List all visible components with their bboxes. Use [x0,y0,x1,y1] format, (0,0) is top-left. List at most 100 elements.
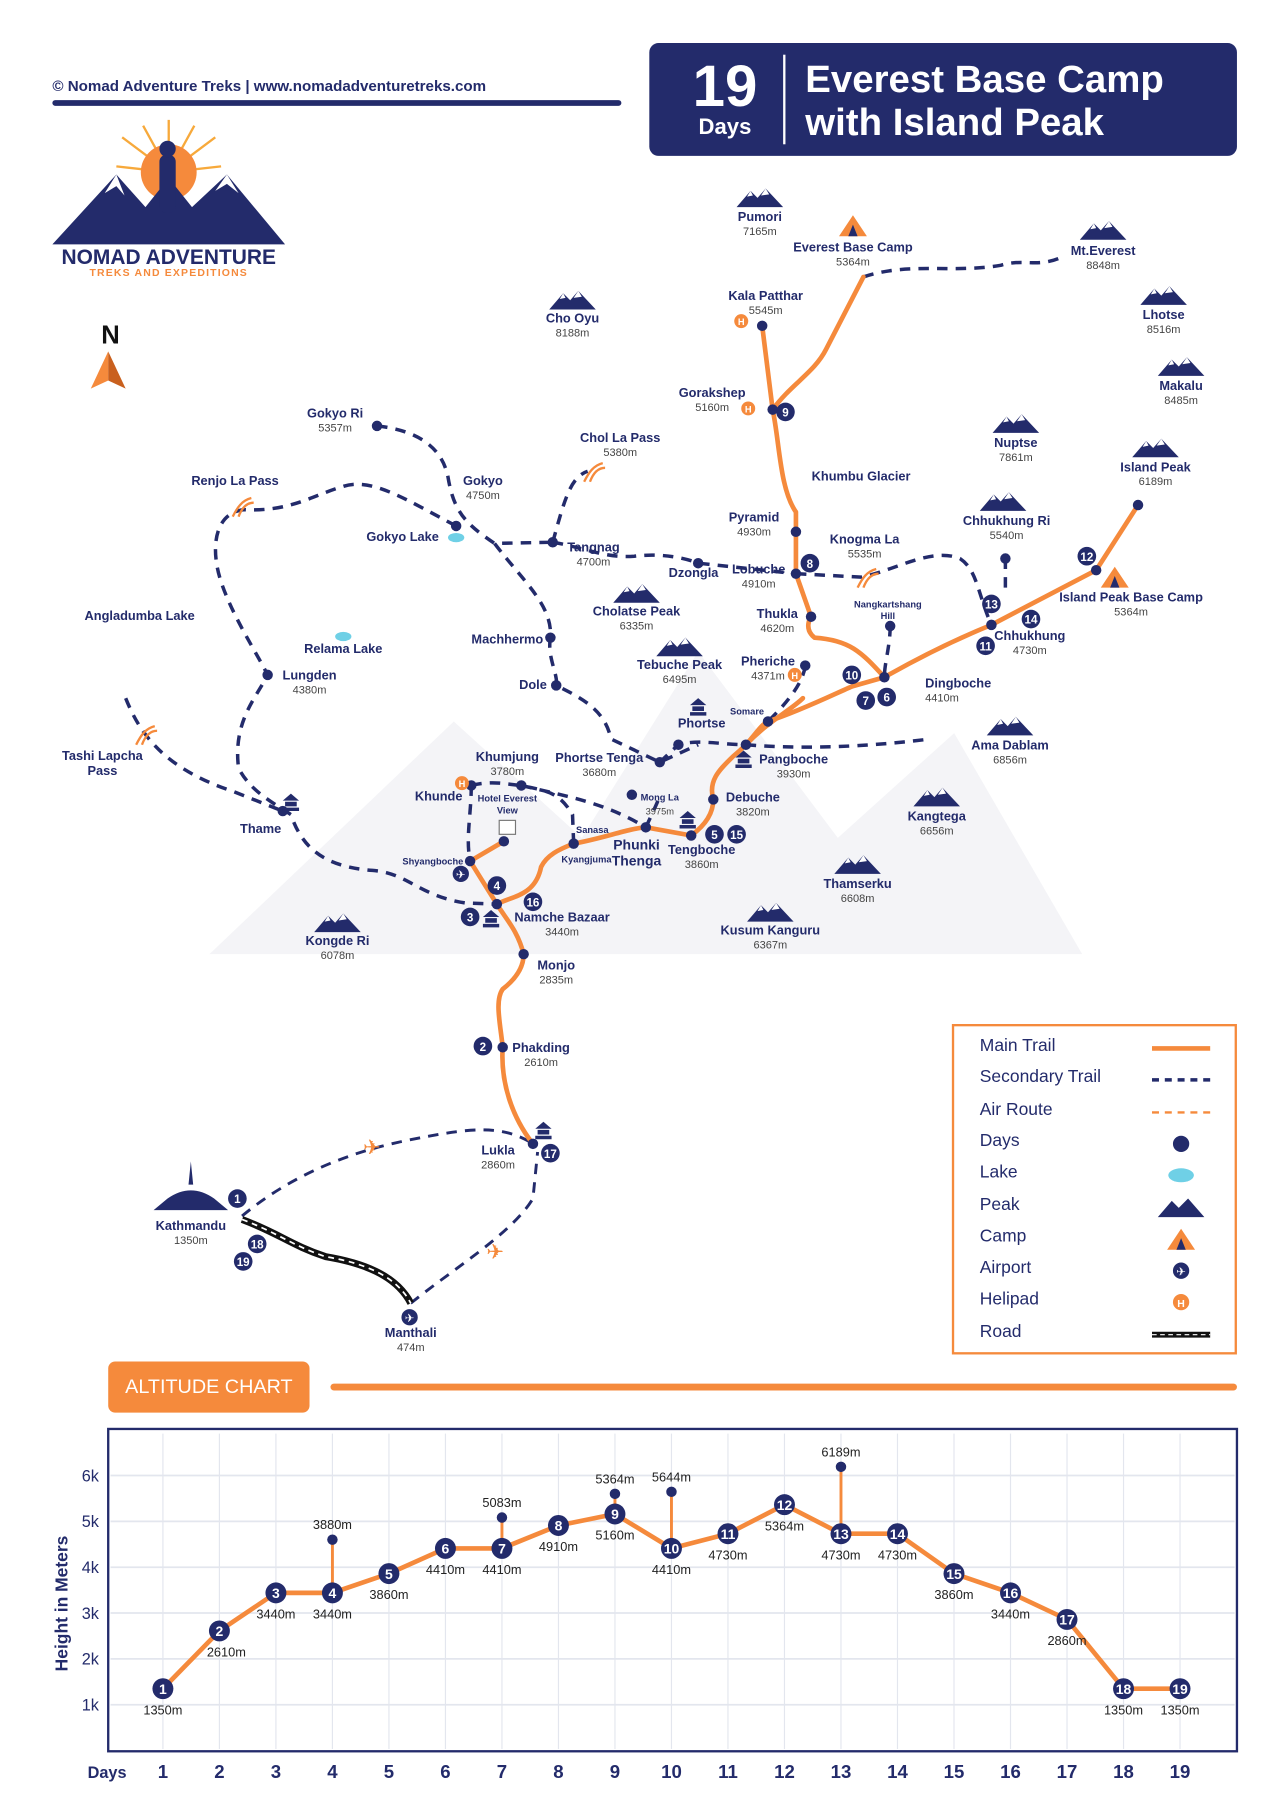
day-marker-9: 9 [776,402,795,422]
day-number: 4 [494,880,501,893]
place-name: Chol La Pass [580,430,660,445]
x-tick-label: 10 [661,1761,682,1782]
waypoint-dot [708,794,719,805]
waypoint-dot [450,520,462,532]
waypoint-dot [879,672,890,683]
monastery-icon [535,1121,552,1140]
altitude-label: 2610m [207,1645,246,1660]
legend-label: Main Trail [979,1035,1056,1056]
page-title: Everest Base Camp with Island Peak [805,57,1164,143]
place-name: Gokyo Ri [307,406,363,421]
place-name: Angladumba Lake [85,608,195,623]
place-elevation: 4930m [737,526,771,538]
side-trip-point [835,1461,847,1473]
divider [52,100,622,106]
place-elevation: 4620m [760,623,794,635]
day-point [491,1537,513,1559]
place-name: Thenga [612,853,662,869]
place-dzongla: Dzongla [669,557,719,580]
place-name: Gorakshep [679,385,746,400]
day-point-number: 5 [385,1566,393,1582]
legend-label: Days [979,1130,1020,1151]
day-number: 2 [480,1041,486,1054]
altitude-label: 3440m [256,1606,295,1621]
altitude-chart-header: ALTITUDE CHART [108,1361,310,1413]
place-name: Lobuche [732,562,785,577]
place-name: Chhukhung Ri [963,513,1050,528]
day-point [265,1582,287,1604]
peak-icon [992,414,1040,433]
peak-icon [913,787,961,807]
place-kathmandu: Kathmandu 1350m [153,1161,229,1247]
day-number: 8 [807,558,814,571]
place-name: Shyangboche [402,857,463,867]
place-name: Phortse Tenga [555,750,644,765]
peak-icon [736,188,784,208]
place-name: Sanasa [576,825,609,835]
day-point [378,1563,400,1585]
x-tick-label: 14 [887,1761,908,1782]
peak-icon [314,913,361,933]
monastery-icon [482,909,500,928]
airport-icon: ✈ [452,865,469,883]
day-marker-14: 14 [1021,609,1041,629]
svg-text:H: H [1177,1299,1185,1310]
waypoint-dot [262,669,273,681]
place-name: Island Peak [1120,459,1191,474]
peak-icon [613,584,660,603]
day-point-number: 3 [272,1585,280,1601]
place-name: View [497,805,519,815]
waypoint-dot [518,948,529,960]
day-number: 14 [1025,614,1038,627]
place-elevation: 1350m [174,1235,208,1247]
place-elevation: 7165m [743,226,777,238]
altitude-label: 3440m [313,1606,352,1621]
legend-label: Secondary Trail [979,1067,1102,1088]
day-point-number: 2 [216,1623,224,1639]
day-marker-11: 11 [976,636,995,656]
waypoint-dot [685,830,697,841]
day-point [1169,1678,1191,1700]
place-name: Relama Lake [304,641,382,656]
peak-icon [834,855,881,874]
chart-frame [107,1427,1239,1753]
place-name: Kathmandu [156,1218,226,1233]
logo-mountain-icon [52,119,286,245]
place-name: Lungden [283,668,337,683]
day-point [717,1523,739,1545]
stupa-icon [153,1161,229,1211]
place-elevation: 3440m [545,927,579,939]
place-elevation: 6367m [753,939,787,951]
peak-icon [979,492,1027,511]
waypoint-dot [1132,499,1144,511]
altitude-label: 1350m [1160,1702,1199,1717]
legend-airport-icon: ✈ [1146,1259,1216,1282]
place-name: Cholatse Peak [593,604,681,619]
day-point-number: 15 [946,1566,962,1582]
camp-icon [838,215,867,237]
waypoint-dot [740,739,752,750]
place-elevation: 4371m [751,671,785,683]
day-marker-5: 5 [705,825,724,844]
waypoint-dot [568,838,579,849]
place-name: Lukla [481,1142,515,1157]
legend-label: Lake [979,1162,1018,1183]
waypoint-dot [692,557,704,569]
x-tick-label: 13 [831,1761,852,1782]
